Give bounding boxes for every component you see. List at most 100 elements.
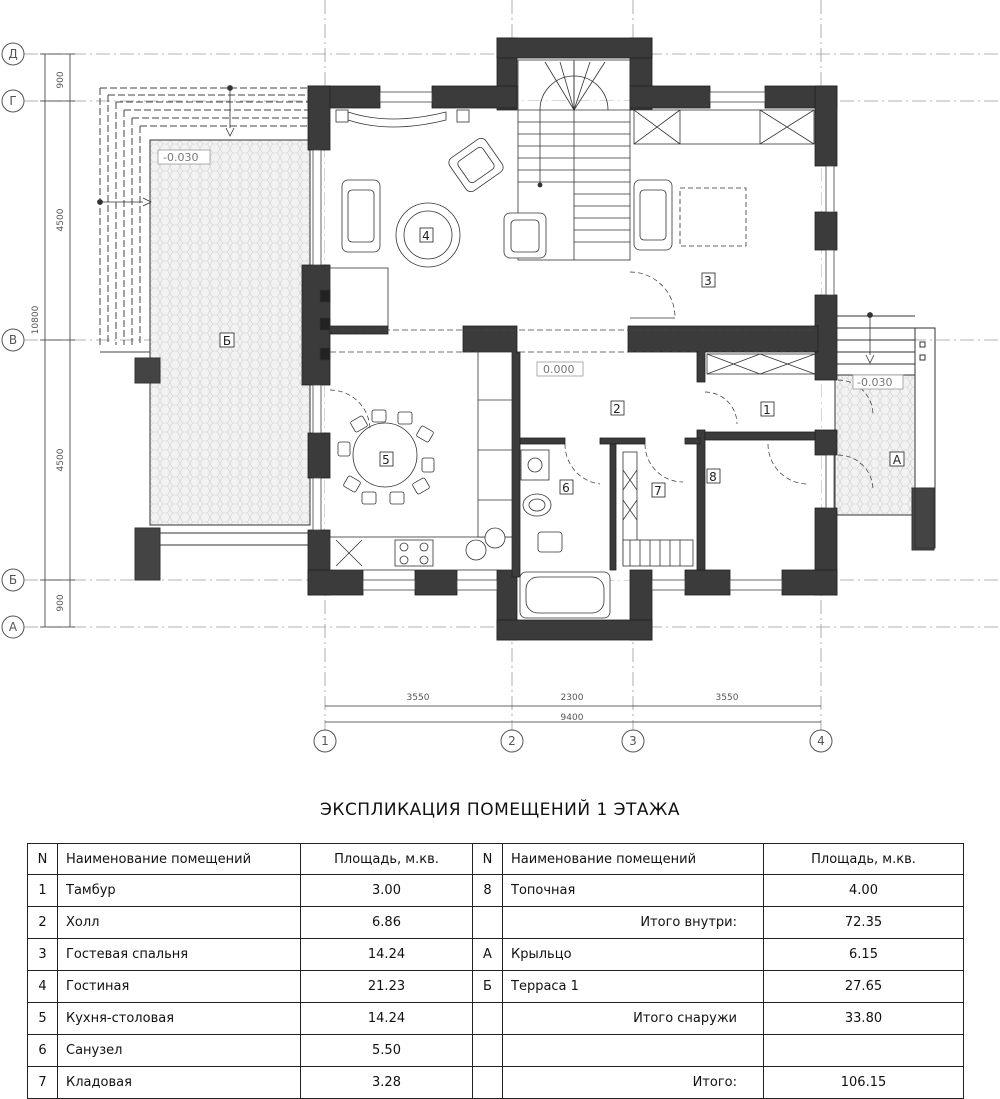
axis-letter-2: Г bbox=[9, 94, 16, 108]
room-name-left: Гостиная bbox=[57, 970, 301, 1003]
room-tag-7: 7 bbox=[654, 484, 662, 498]
door-swings bbox=[329, 271, 874, 491]
header-n-left: N bbox=[27, 843, 58, 875]
row-number-left: 3 bbox=[27, 938, 58, 971]
room-area-right: 33.80 bbox=[763, 1002, 964, 1035]
room-area-left: 3.00 bbox=[300, 874, 473, 907]
axis-number-4: 4 bbox=[817, 734, 825, 748]
axis-number-1: 1 bbox=[321, 734, 329, 748]
row-number-right bbox=[472, 1066, 503, 1099]
room-area-right: 106.15 bbox=[763, 1066, 964, 1099]
axis-markers-letters: Д Г В Б А bbox=[1, 42, 25, 639]
entrance-arrows bbox=[97, 85, 875, 364]
row-number-left: 4 bbox=[27, 970, 58, 1003]
room-name-right: Терраса 1 bbox=[502, 970, 764, 1003]
dim-v-5: 900 bbox=[56, 594, 66, 611]
dimension-chain-vertical bbox=[40, 53, 75, 628]
staircase bbox=[517, 59, 631, 261]
room-name-right: Итого снаружи bbox=[502, 1002, 764, 1035]
axis-letter-1: Д bbox=[8, 47, 17, 61]
room-area-right: 27.65 bbox=[763, 970, 964, 1003]
room-name-right: Итого внутри: bbox=[502, 906, 764, 939]
windows bbox=[312, 91, 835, 591]
dimension-chain-horizontal bbox=[325, 705, 821, 723]
room-area-left: 14.24 bbox=[300, 1002, 473, 1035]
axis-markers-numbers: 1 2 3 4 bbox=[313, 729, 833, 753]
row-number-left: 2 bbox=[27, 906, 58, 939]
level-porch: -0.030 bbox=[857, 376, 892, 389]
axis-letter-3: В bbox=[9, 333, 17, 347]
row-number-right bbox=[472, 1034, 503, 1067]
axis-number-2: 2 bbox=[508, 734, 516, 748]
axis-letter-4: Б bbox=[9, 573, 17, 587]
axis-number-3: 3 bbox=[629, 734, 637, 748]
room-tag-1: 1 bbox=[763, 403, 771, 417]
dim-h-1: 3550 bbox=[407, 693, 430, 703]
header-area-right: Площадь, м.кв. bbox=[763, 843, 964, 875]
room-name-left: Кухня-столовая bbox=[57, 1002, 301, 1035]
table-header-row: N Наименование помещений Площадь, м.кв. … bbox=[27, 843, 964, 875]
room-area-left: 6.86 bbox=[300, 906, 473, 939]
dim-v-1: 900 bbox=[56, 71, 66, 88]
axis-letter-5: А bbox=[9, 620, 18, 634]
room-tag-8: 8 bbox=[709, 470, 717, 484]
room-name-left: Кладовая bbox=[57, 1066, 301, 1099]
room-area-left: 21.23 bbox=[300, 970, 473, 1003]
room-tag-a: А bbox=[893, 453, 902, 467]
porch bbox=[834, 315, 936, 551]
row-number-right bbox=[472, 1002, 503, 1035]
dim-v-2: 4500 bbox=[56, 208, 66, 231]
furniture bbox=[319, 109, 816, 619]
row-number-left: 1 bbox=[27, 874, 58, 907]
row-number-left: 6 bbox=[27, 1034, 58, 1067]
header-name-right: Наименование помещений bbox=[502, 843, 764, 875]
room-name-left: Санузел bbox=[57, 1034, 301, 1067]
dim-v-3: 10800 bbox=[31, 305, 41, 334]
room-tag-b: Б bbox=[223, 334, 231, 348]
room-name-right: Топочная bbox=[502, 874, 764, 907]
room-tag-2: 2 bbox=[613, 402, 621, 416]
row-number-right: 8 bbox=[472, 874, 503, 907]
level-terrace: -0.030 bbox=[163, 151, 198, 164]
room-name-right: Крыльцо bbox=[502, 938, 764, 971]
room-area-left: 14.24 bbox=[300, 938, 473, 971]
header-n-right: N bbox=[472, 843, 503, 875]
floor-plan: 900 4500 10800 4500 900 3550 2300 3550 9… bbox=[1, 0, 1000, 753]
dim-h-3: 3550 bbox=[716, 693, 739, 703]
room-area-right: 4.00 bbox=[763, 874, 964, 907]
dim-v-4: 4500 bbox=[56, 448, 66, 471]
room-name-left: Гостевая спальня bbox=[57, 938, 301, 971]
room-name-right bbox=[502, 1034, 764, 1067]
room-area-left: 5.50 bbox=[300, 1034, 473, 1067]
room-area-right bbox=[763, 1034, 964, 1067]
row-number-right bbox=[472, 906, 503, 939]
level-hall: 0.000 bbox=[543, 363, 575, 376]
level-marks: -0.030 0.000 -0.030 bbox=[157, 149, 904, 390]
row-number-right: А bbox=[472, 938, 503, 971]
room-tag-5: 5 bbox=[382, 453, 390, 467]
dim-h-2: 2300 bbox=[561, 693, 584, 703]
row-number-right: Б bbox=[472, 970, 503, 1003]
room-name-left: Тамбур bbox=[57, 874, 301, 907]
room-area-left: 3.28 bbox=[300, 1066, 473, 1099]
room-tag-3: 3 bbox=[704, 274, 712, 288]
header-name-left: Наименование помещений bbox=[57, 843, 301, 875]
header-area-left: Площадь, м.кв. bbox=[300, 843, 473, 875]
room-name-left: Холл bbox=[57, 906, 301, 939]
room-area-right: 6.15 bbox=[763, 938, 964, 971]
room-tag-6: 6 bbox=[562, 481, 570, 495]
explication-table: N Наименование помещений Площадь, м.кв. … bbox=[27, 843, 964, 1099]
room-area-right: 72.35 bbox=[763, 906, 964, 939]
row-number-left: 7 bbox=[27, 1066, 58, 1099]
explication-title: ЭКСПЛИКАЦИЯ ПОМЕЩЕНИЙ 1 ЭТАЖА bbox=[320, 800, 680, 820]
dim-h-total: 9400 bbox=[561, 713, 584, 723]
walls bbox=[301, 37, 838, 641]
